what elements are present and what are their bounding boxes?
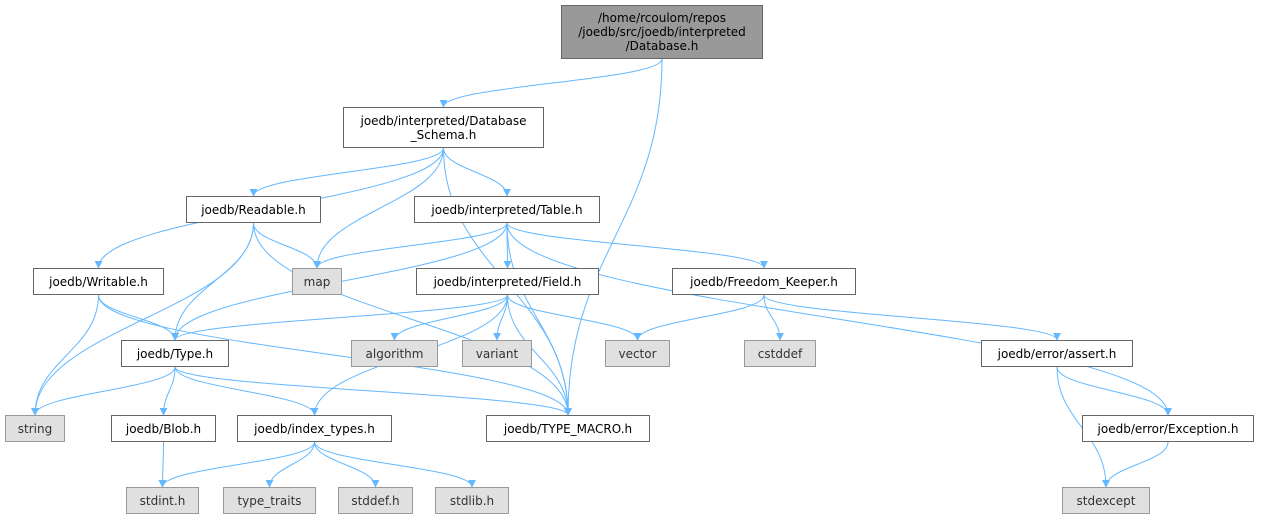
edge-root-to-database_schema: [439, 58, 663, 108]
edge-table-to-freedom_keeper: [506, 222, 768, 269]
edge-database_schema-to-map: [313, 147, 444, 269]
edge-database_schema-to-readable: [249, 147, 444, 197]
node-error-assert-h[interactable]: joedb/error/assert.h: [981, 340, 1133, 367]
edge-assert-to-stdexcept: [1056, 366, 1110, 488]
edge-readable-to-type_macro: [253, 222, 572, 416]
edge-readable-to-map: [253, 222, 321, 269]
edge-field-to-type: [171, 294, 508, 341]
node-string[interactable]: string: [5, 415, 65, 442]
edge-type-to-type_macro: [174, 366, 572, 416]
edge-index_types-to-stdint: [158, 441, 315, 488]
edge-freedom_keeper-to-cstddef: [763, 294, 784, 341]
edge-readable-to-type: [171, 222, 254, 341]
edge-field-to-algorithm: [390, 294, 508, 341]
node-type-traits[interactable]: type_traits: [223, 487, 316, 514]
node-type-h[interactable]: joedb/Type.h: [121, 340, 229, 367]
node-stddef-h[interactable]: stddef.h: [338, 487, 413, 514]
edge-table-to-type_macro: [506, 222, 572, 416]
edge-freedom_keeper-to-assert: [763, 294, 1061, 341]
edge-exception-to-stdexcept: [1102, 441, 1169, 488]
edge-freedom_keeper-to-vector: [633, 294, 765, 341]
node-type-macro-h[interactable]: joedb/TYPE_MACRO.h: [486, 415, 650, 442]
node-field-h[interactable]: joedb/interpreted/Field.h: [416, 268, 599, 295]
edge-assert-to-exception: [1056, 366, 1172, 416]
node-table-h[interactable]: joedb/interpreted/Table.h: [414, 196, 600, 223]
edge-database_schema-to-table: [443, 147, 511, 197]
edge-blob-to-stdint: [158, 441, 167, 488]
node-stdexcept[interactable]: stdexcept: [1062, 487, 1150, 514]
node-vector[interactable]: vector: [605, 340, 670, 367]
edge-type-to-string: [31, 366, 176, 416]
edge-writable-to-string: [31, 294, 99, 416]
edge-type-to-index_types: [174, 366, 319, 416]
edge-index_types-to-stdlib: [314, 441, 476, 488]
node-error-exception-h[interactable]: joedb/error/Exception.h: [1082, 415, 1254, 442]
edge-table-to-exception: [506, 222, 1172, 416]
node-database-schema-h[interactable]: joedb/interpreted/Database _Schema.h: [343, 107, 544, 148]
node-stdlib-h[interactable]: stdlib.h: [435, 487, 509, 514]
edge-writable-to-type: [98, 294, 179, 341]
node-stdint-h[interactable]: stdint.h: [126, 487, 199, 514]
node-writable-h[interactable]: joedb/Writable.h: [33, 268, 164, 295]
node-variant[interactable]: variant: [462, 340, 532, 367]
edge-index_types-to-stddef: [314, 441, 380, 488]
edge-index_types-to-type_traits: [265, 441, 315, 488]
edge-field-to-type_macro: [507, 294, 572, 416]
node-algorithm[interactable]: algorithm: [351, 340, 438, 367]
edge-field-to-vector: [507, 294, 642, 341]
node-freedom-keeper-h[interactable]: joedb/Freedom_Keeper.h: [672, 268, 856, 295]
edge-writable-to-type_macro: [98, 294, 572, 416]
node-index-types-h[interactable]: joedb/index_types.h: [237, 415, 392, 442]
node-map[interactable]: map: [292, 268, 342, 295]
edge-root-to-type_macro: [564, 58, 663, 416]
node-cstddef[interactable]: cstddef: [744, 340, 816, 367]
node-blob-h[interactable]: joedb/Blob.h: [111, 415, 216, 442]
node-readable-h[interactable]: joedb/Readable.h: [186, 196, 321, 223]
edge-type-to-blob: [159, 366, 176, 416]
node-root-database-h[interactable]: /home/rcoulom/repos /joedb/src/joedb/int…: [561, 5, 763, 59]
edge-table-to-map: [313, 222, 508, 269]
